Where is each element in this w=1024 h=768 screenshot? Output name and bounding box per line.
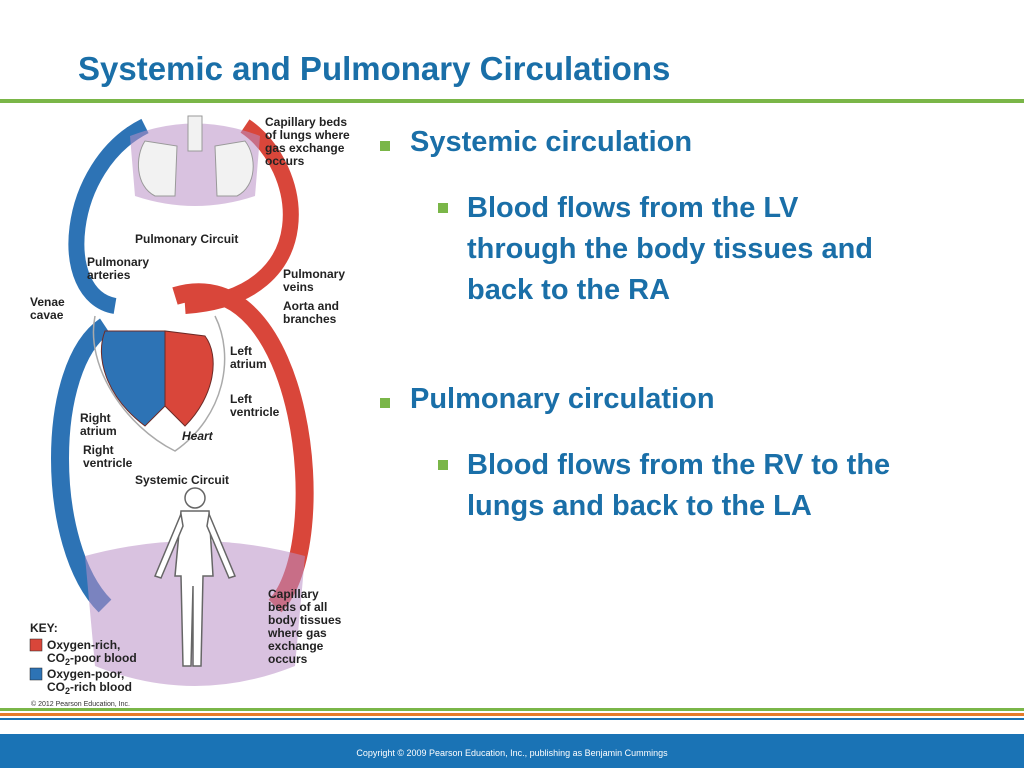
svg-text:cavae: cavae [30,308,64,322]
svg-text:occurs: occurs [268,652,308,666]
svg-text:CO2-rich blood: CO2-rich blood [47,680,132,696]
sub-bullet-marker [438,460,448,470]
diagram-key: KEY: Oxygen-rich, CO2-poor blood Oxygen-… [29,621,137,696]
svg-text:arteries: arteries [87,268,131,282]
svg-text:CO2-poor blood: CO2-poor blood [47,651,137,667]
svg-text:Pulmonary: Pulmonary [283,267,345,281]
diagram-credit: © 2012 Pearson Education, Inc. [31,701,130,708]
label-venae-cavae: Venae cavae [30,295,65,322]
label-pulmonary-arteries: Pulmonary arteries [87,255,149,282]
label-left-ventricle: Left ventricle [230,392,280,419]
bullet-marker [380,398,390,408]
label-capillary-body: Capillary beds of all body tissues where… [267,587,342,666]
lungs-outline [137,140,254,197]
label-aorta: Aorta and branches [283,299,339,326]
footer-rule-orange [0,713,1024,716]
human-figure [153,487,237,667]
svg-text:Oxygen-rich,: Oxygen-rich, [47,638,120,652]
pulmonary-artery-path [68,118,149,314]
footer-copyright: Copyright © 2009 Pearson Education, Inc.… [356,748,668,758]
circulation-diagram: Capillary beds of lungs where gas exchan… [25,106,370,712]
svg-text:ventricle: ventricle [83,456,133,470]
svg-text:KEY:: KEY: [30,621,58,635]
label-right-ventricle: Right ventricle [83,443,133,470]
key-swatch-oxygen-rich [29,638,43,652]
left-side-heart [164,330,214,427]
label-pulmonary-veins: Pulmonary veins [283,267,345,294]
sub-bullet-systemic-line1: Blood flows from the LV [467,192,799,224]
sub-bullet-systemic-line3: back to the RA [467,274,671,306]
label-systemic-circuit: Systemic Circuit [135,473,229,487]
svg-text:veins: veins [283,280,314,294]
svg-text:where gas: where gas [267,626,327,640]
svg-text:branches: branches [283,312,337,326]
bullet-systemic: Systemic circulation [410,126,693,158]
svg-text:Pulmonary: Pulmonary [87,255,149,269]
circulation-svg: Capillary beds of lungs where gas exchan… [29,115,350,696]
heart-outline [92,315,226,452]
footer-bar [0,734,1024,768]
key-swatch-oxygen-poor [29,667,43,681]
sub-bullet-marker [438,203,448,213]
footer-rule-blue [0,718,1024,720]
svg-text:Aorta and: Aorta and [283,299,339,313]
svg-text:Left: Left [230,344,252,358]
svg-text:ventricle: ventricle [230,405,280,419]
bullet-marker [380,141,390,151]
sub-bullet-pulmonary-line2: lungs and back to the LA [467,490,812,522]
svg-text:Left: Left [230,392,252,406]
svg-text:exchange: exchange [268,639,324,653]
svg-text:beds of all: beds of all [268,600,327,614]
trachea [187,115,203,152]
svg-text:of lungs where: of lungs where [265,128,350,142]
svg-text:Oxygen-poor,: Oxygen-poor, [47,667,124,681]
svg-text:Capillary: Capillary [268,587,319,601]
svg-text:atrium: atrium [80,424,117,438]
svg-text:atrium: atrium [230,357,267,371]
venae-cavae-path [51,318,112,613]
right-side-heart [100,330,166,427]
svg-text:Right: Right [80,411,111,425]
label-capillary-lungs: Capillary beds of lungs where gas exchan… [265,115,350,168]
sub-bullet-systemic-line2: through the body tissues and [467,233,874,265]
title-divider [0,99,1024,103]
svg-text:Capillary beds: Capillary beds [265,115,347,129]
svg-text:Venae: Venae [30,295,65,309]
svg-text:Right: Right [83,443,114,457]
svg-text:body tissues: body tissues [268,613,342,627]
label-heart: Heart [182,429,214,443]
footer-rule-green [0,708,1024,711]
svg-text:occurs: occurs [265,154,305,168]
label-pulmonary-circuit: Pulmonary Circuit [135,232,238,246]
label-right-atrium: Right atrium [80,411,117,438]
slide-title: Systemic and Pulmonary Circulations [78,50,671,87]
label-left-atrium: Left atrium [230,344,267,371]
heart [92,315,226,452]
svg-text:gas exchange: gas exchange [265,141,345,155]
bullet-pulmonary: Pulmonary circulation [410,383,715,415]
sub-bullet-pulmonary-line1: Blood flows from the RV to the [467,449,891,481]
